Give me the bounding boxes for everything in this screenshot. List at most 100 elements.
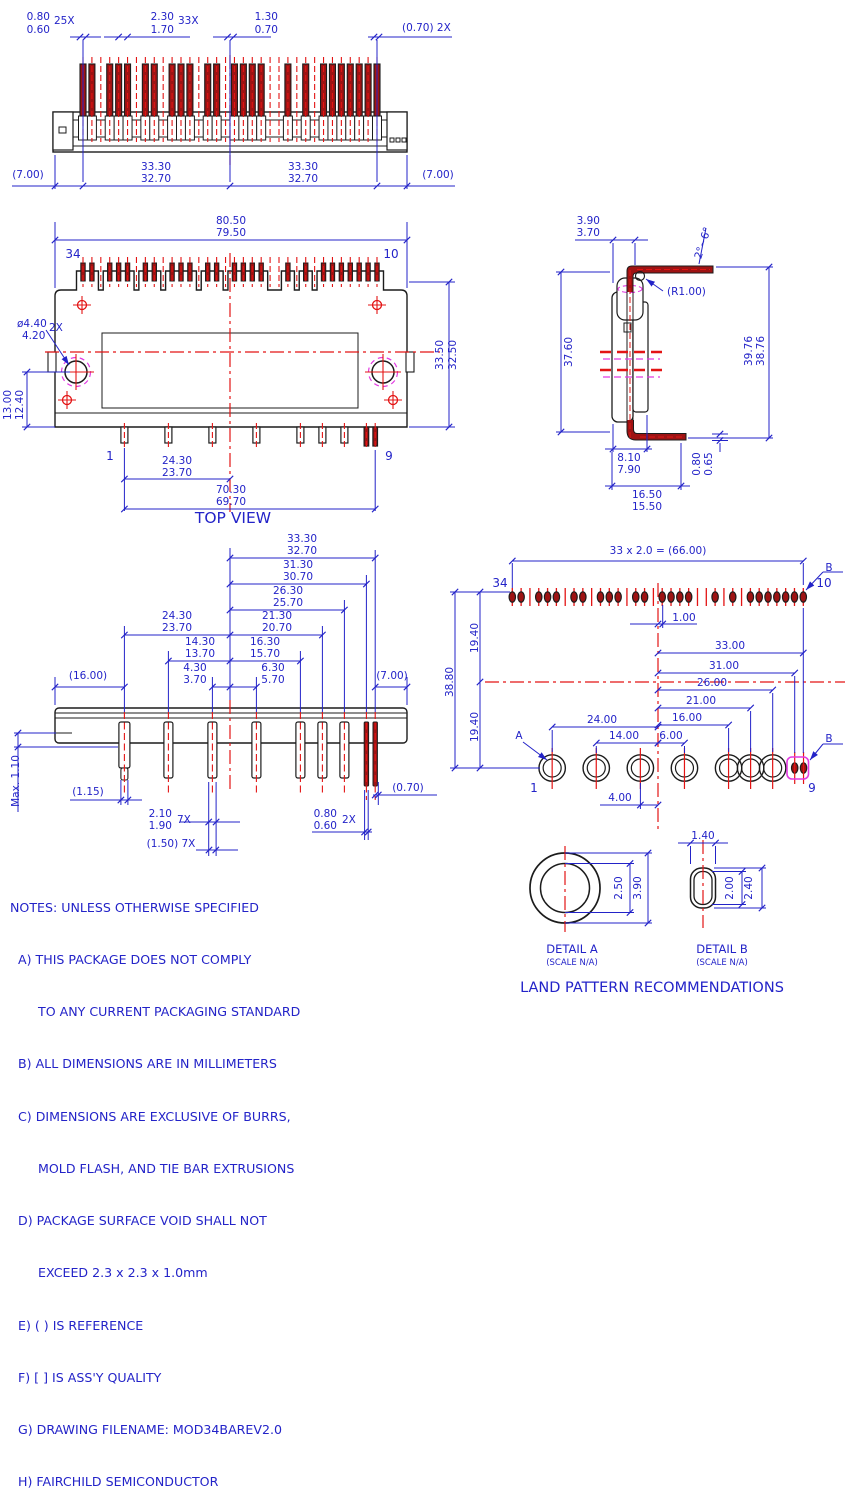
dim-label: 16.30 (250, 636, 280, 648)
pin-view-body (54, 707, 408, 744)
dim-label: 1.90 (149, 820, 172, 832)
dim-label: 33.50 (434, 340, 446, 370)
note-line: E) ( ) IS REFERENCE (10, 1317, 144, 1333)
dim-label: 33.30 (288, 161, 318, 173)
dim-label: 23.70 (162, 467, 192, 479)
top-view: 80.50 79.50 34 10 ø4.40 4.20 2X 13.00 12… (2, 215, 459, 527)
dim-label: (7.00) (422, 169, 454, 181)
land-pattern-view: 33 x 2.0 = (66.00) 34 10 B 1.00 19.40 38… (444, 545, 845, 832)
dim-label: 24.30 (162, 610, 192, 622)
dim-count-label: 2X (49, 322, 63, 334)
note-line: TO ANY CURRENT PACKAGING STANDARD (10, 1004, 301, 1020)
dim-label: 19.40 (469, 623, 481, 653)
dim-label: 30.70 (283, 571, 313, 583)
view-caption: TOP VIEW (194, 509, 271, 527)
dim-label: 4.00 (608, 792, 631, 804)
note-line: D) PACKAGE SURFACE VOID SHALL NOT (10, 1213, 267, 1229)
land-pattern-title: LAND PATTERN RECOMMENDATIONS (520, 980, 784, 996)
detail-geometry (529, 839, 766, 932)
dim-label: (0.70) 2X (402, 22, 451, 34)
detail-views: 2.50 3.90 DETAIL A (SCALE N/A) 1.40 2.00… (520, 830, 784, 996)
dim-label: 79.50 (216, 227, 246, 239)
dim-label: 4.20 (22, 330, 45, 342)
pin-number-10: 10 (383, 247, 398, 261)
dim-label: 0.80 (691, 452, 703, 475)
dim-label: 33 x 2.0 = (66.00) (610, 545, 707, 557)
dim-label: Max. 1.10 (10, 755, 22, 807)
dim-label: 7.90 (617, 464, 640, 476)
dim-label: 2.10 (149, 808, 172, 820)
dim-label: 70.30 (216, 484, 246, 496)
detail-b-ref: B (825, 562, 832, 574)
detail-b-scale: (SCALE N/A) (696, 958, 748, 968)
note-line: NOTES: UNLESS OTHERWISE SPECIFIED (10, 899, 259, 915)
dim-count-label: 25X (54, 15, 75, 27)
pin-number-9: 9 (385, 449, 393, 463)
pin-number-9: 9 (808, 781, 816, 795)
dim-label: 12.40 (14, 390, 26, 420)
dim-label: 15.70 (250, 648, 280, 660)
land-pattern-geometry (485, 583, 845, 832)
note-line: C) DIMENSIONS ARE EXCLUSIVE OF BURRS, (10, 1108, 291, 1124)
detail-a-caption: DETAIL A (546, 942, 598, 956)
side-view-body (600, 265, 714, 441)
detail-b-ref: B (825, 733, 832, 745)
dim-label: 13.00 (2, 390, 14, 420)
front-view-dimensions (12, 33, 455, 190)
dim-label: 23.70 (162, 622, 192, 634)
dim-label: 39.76 (743, 336, 755, 366)
dim-label: 3.70 (183, 674, 206, 686)
dim-label: 1.70 (151, 24, 174, 36)
side-view: 3.90 3.70 2°~6° (R1.00) 37.60 39.76 38.7… (556, 215, 773, 513)
land-pattern-dimensions (450, 557, 843, 809)
top-view-dimensions (22, 222, 455, 513)
dim-label: 32.50 (447, 340, 459, 370)
dim-label: 26.00 (697, 677, 727, 689)
dim-label: (1.50) 7X (147, 838, 196, 850)
dim-label: 80.50 (216, 215, 246, 227)
dim-label: 4.30 (183, 662, 206, 674)
detail-a-ref: A (515, 730, 523, 742)
dim-label: 14.00 (609, 730, 639, 742)
dim-label: 25.70 (273, 597, 303, 609)
dim-label: 6.30 (261, 662, 284, 674)
note-line: F) [ ] IS ASS'Y QUALITY (10, 1369, 162, 1385)
note-line: MOLD FLASH, AND TIE BAR EXTRUSIONS (10, 1160, 295, 1176)
note-line: EXCEED 2.3 x 2.3 x 1.0mm (10, 1265, 208, 1281)
dim-label: ø4.40 (17, 318, 47, 330)
dim-label: 20.70 (262, 622, 292, 634)
dim-label: 38.80 (444, 667, 456, 697)
pin-number-34: 34 (492, 576, 507, 590)
dim-count-label: 33X (178, 15, 199, 27)
pin-side-view: 33.30 32.70 31.30 30.70 26.30 25.70 24.3… (10, 533, 437, 856)
dim-label: 33.30 (141, 161, 171, 173)
dim-label: 32.70 (141, 173, 171, 185)
dim-label: 69.70 (216, 496, 246, 508)
notes-block: NOTES: UNLESS OTHERWISE SPECIFIED A) THI… (10, 864, 300, 1508)
dim-label: 13.70 (185, 648, 215, 660)
detail-a-scale: (SCALE N/A) (546, 958, 598, 968)
dim-count-label: 2X (342, 814, 356, 826)
dim-label: (16.00) (69, 670, 107, 682)
dim-count-label: 7X (177, 814, 191, 826)
pin-number-1: 1 (530, 781, 538, 795)
note-line: B) ALL DIMENSIONS ARE IN MILLIMETERS (10, 1056, 277, 1072)
dim-label: 37.60 (563, 337, 575, 367)
dim-label: (7.00) (12, 169, 44, 181)
dim-label: 33.30 (287, 533, 317, 545)
dim-label: 32.70 (288, 173, 318, 185)
dim-label: 0.60 (27, 24, 50, 36)
drawing-canvas: 0.80 0.60 25X 2.30 1.70 33X 1.30 0.70 (0… (2, 11, 845, 996)
dim-label: 31.30 (283, 559, 313, 571)
dim-label: 0.65 (703, 452, 715, 475)
dim-label: 32.70 (287, 545, 317, 557)
dim-label: 24.00 (587, 714, 617, 726)
dim-label: 19.40 (469, 712, 481, 742)
dim-label: 0.80 (27, 11, 50, 23)
engineering-drawing-page: { "drawing": { "front_view": { "pin_widt… (2, 11, 845, 1490)
pin-number-1: 1 (106, 449, 114, 463)
dim-label: (7.00) (376, 670, 408, 682)
pin-number-34: 34 (65, 247, 80, 261)
dim-label: 5.70 (261, 674, 284, 686)
dim-label: (1.15) (72, 786, 104, 798)
